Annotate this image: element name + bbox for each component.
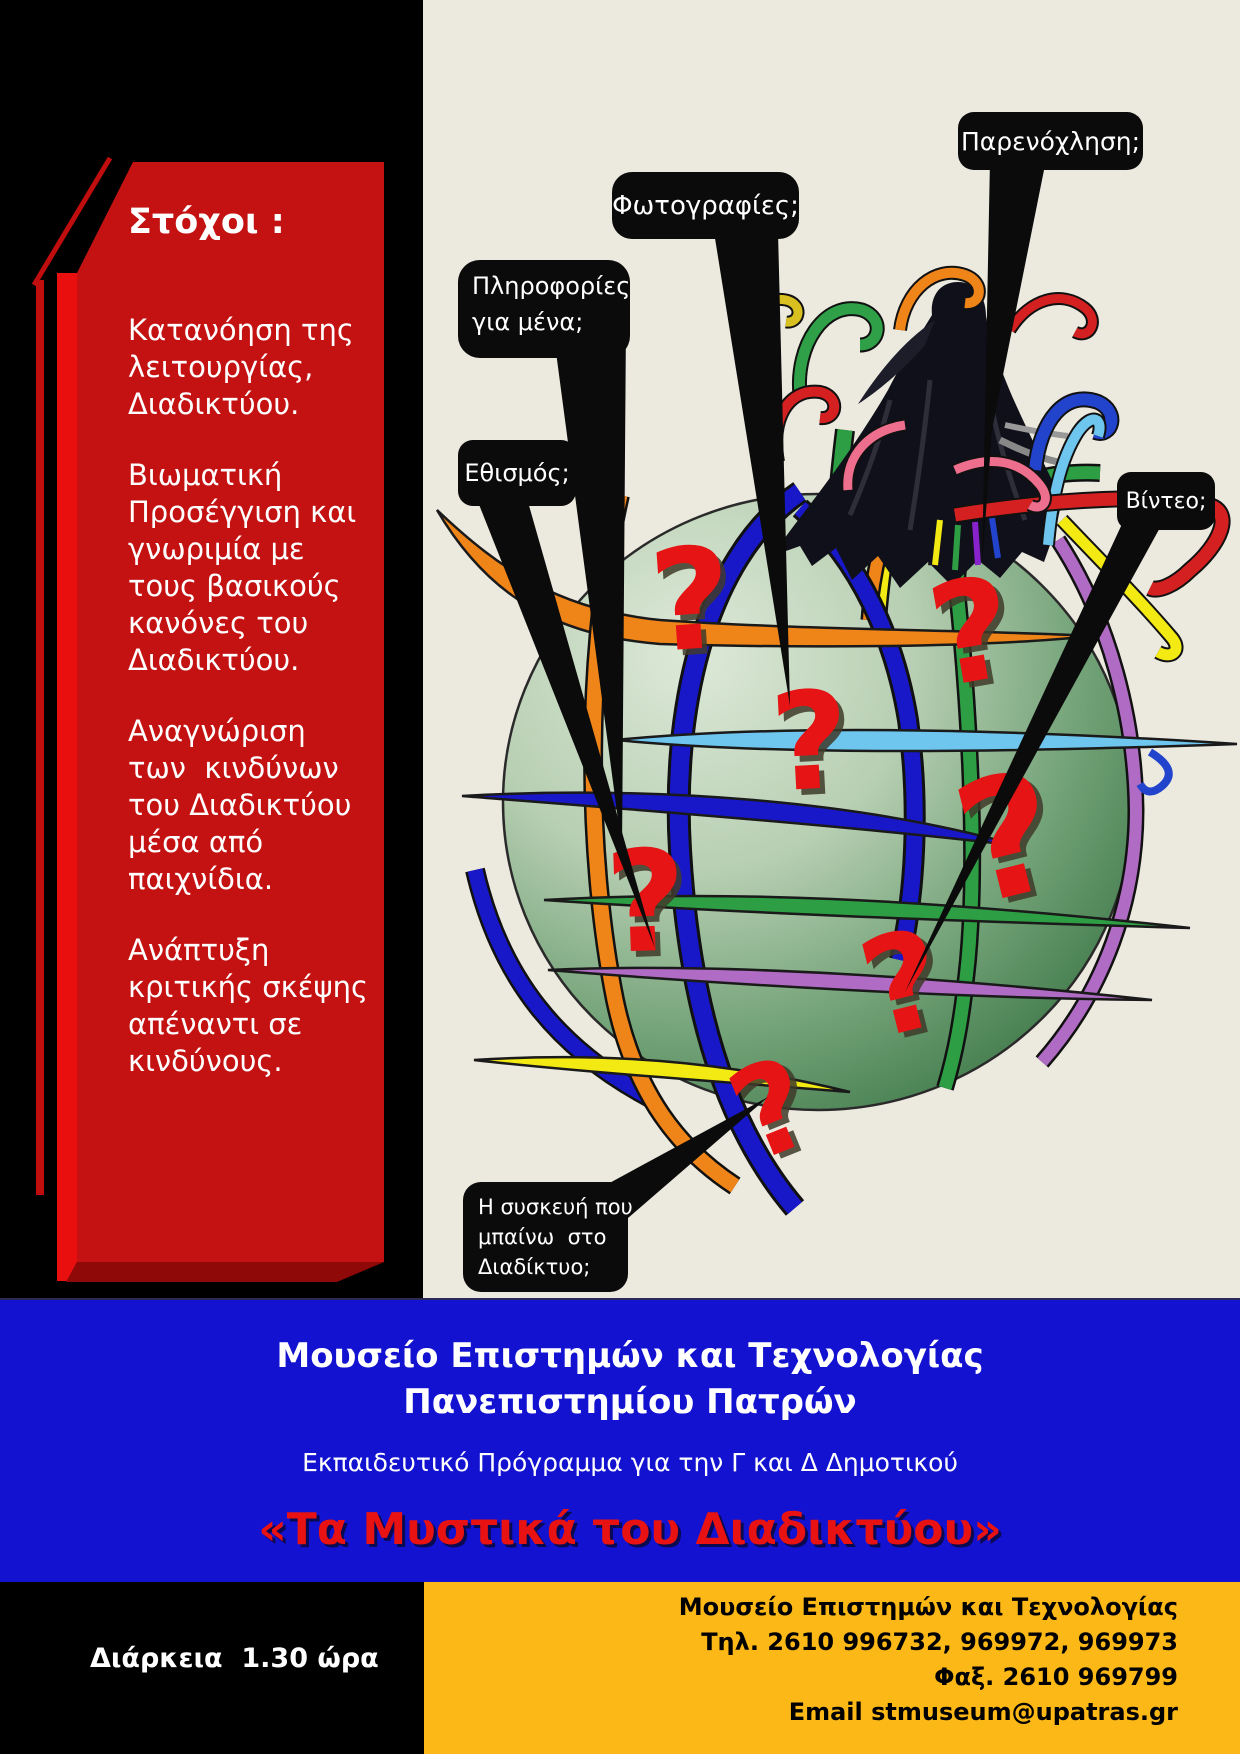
callout-personal-info-text: Πληροφορίες για μένα; [472, 272, 631, 336]
svg-text:?: ? [645, 517, 737, 685]
museum-title-line2: Πανεπιστημίου Πατρών [403, 1382, 857, 1422]
callout-personal-info: Πληροφορίες για μένα; [472, 268, 630, 340]
museum-title-line1: Μουσείο Επιστημών και Τεχνολογίας [276, 1336, 984, 1376]
bottom-yellow-block [424, 1582, 1240, 1754]
goal-item: Αναγνώριση των κινδύνων του Διαδικτύου μ… [128, 714, 352, 896]
svg-text:?: ? [772, 667, 858, 828]
goal-item: Ανάπτυξη κριτικής σκέψης απέναντι σε κιν… [128, 933, 368, 1078]
goals-title: Στόχοι : [128, 202, 285, 242]
svg-text:?: ? [767, 662, 853, 823]
callout-device: Η συσκευή που μπαίνω στο Διαδίκτυο; [478, 1192, 633, 1282]
globe-illustration: ?? ?? ?? ?? ?? ?? ?? [435, 265, 1238, 1216]
callout-harassment: Παρενόχληση; [960, 126, 1141, 156]
goal-item: Βιωματική Προσέγγιση και γνωριμία με του… [128, 458, 357, 677]
callout-shapes [458, 112, 1215, 1292]
goals-list: Κατανόηση της λειτουργίας, Διαδικτύου. Βι… [128, 312, 368, 1114]
contact-fax: Φαξ. 2610 969799 [934, 1663, 1178, 1691]
contact-phone: Τηλ. 2610 996732, 969972, 969973 [701, 1628, 1178, 1656]
goal-item: Κατανόηση της λειτουργίας, Διαδικτύου. [128, 313, 354, 421]
red-banner-3d [31, 156, 384, 1282]
contact-block: Μουσείο Επιστημών και Τεχνολογίας Τηλ. 2… [679, 1590, 1178, 1730]
program-subtitle: Εκπαιδευτικό Πρόγραμμα για την Γ και Δ Δ… [302, 1448, 958, 1477]
contact-org: Μουσείο Επιστημών και Τεχνολογίας [678, 1593, 1178, 1621]
program-title: «Τα Μυστικά του Διαδικτύου» [258, 1504, 1002, 1555]
duration-text: Διάρκεια 1.30 ώρα [90, 1643, 379, 1674]
svg-text:?: ? [650, 523, 742, 691]
callout-device-text: Η συσκευή που μπαίνω στο Διαδίκτυο; [478, 1195, 633, 1279]
callout-addiction: Εθισμός; [464, 459, 570, 487]
bottom-black-block [0, 1582, 424, 1754]
callout-photos: Φωτογραφίες; [612, 190, 799, 221]
blue-band [0, 1298, 1240, 1584]
callout-video: Βίντεο; [1125, 488, 1207, 514]
contact-email: Email stmuseum@upatras.gr [788, 1698, 1178, 1726]
